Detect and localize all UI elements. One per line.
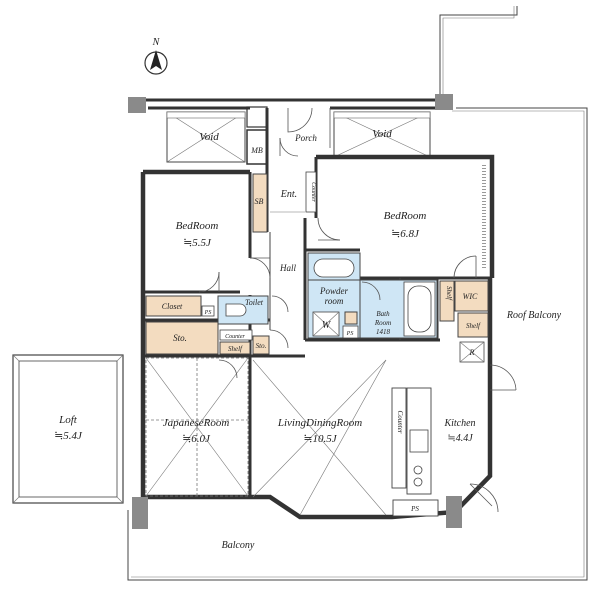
- storage-block: [145, 295, 289, 355]
- label-sto1: Sto.: [173, 333, 187, 343]
- label-void-left: Void: [199, 131, 219, 143]
- label-kitchen-name: Kitchen: [443, 418, 475, 429]
- label-mb: MB: [250, 146, 263, 155]
- walk-in-closet: [439, 280, 489, 363]
- label-bedroom2-size: ≒6.8J: [391, 228, 420, 240]
- kitchen-counter: [391, 364, 517, 517]
- label-japanese-size: ≒6.0J: [182, 433, 211, 445]
- label-bath-line2: Room: [374, 319, 391, 327]
- japanese-room-tatami: [145, 357, 249, 497]
- porch-door: [279, 107, 331, 157]
- wet-area: [307, 252, 438, 339]
- north-compass-icon: N: [144, 37, 168, 75]
- compass-label: N: [152, 37, 161, 48]
- label-bedroom1-size: ≒5.5J: [183, 237, 212, 249]
- label-ps1: PS: [204, 310, 212, 316]
- label-refrigerator: R: [469, 348, 475, 357]
- label-bath-line3: 1418: [376, 328, 391, 336]
- label-hall: Hall: [279, 263, 297, 273]
- label-shelf-wic: Shelf: [445, 286, 453, 301]
- label-loft-size: ≒5.4J: [54, 430, 83, 442]
- walls: [140, 98, 495, 520]
- label-wic: WIC: [463, 292, 478, 301]
- label-loft-name: Loft: [58, 414, 78, 426]
- label-ps3: PS: [410, 505, 419, 513]
- label-living-name: LivingDiningRoom: [277, 417, 362, 429]
- label-shelf2: Shelf: [466, 322, 481, 330]
- roof-balcony-outline: [127, 6, 588, 581]
- label-sto2: Sto.: [256, 342, 267, 350]
- label-ps2: PS: [346, 331, 354, 337]
- label-toilet: Toilet: [245, 298, 264, 307]
- label-kitchen-size: ≒4.4J: [447, 433, 473, 444]
- label-counter-kitchen: Counter: [396, 411, 404, 434]
- label-living-size: ≒10.5J: [303, 433, 337, 445]
- living-room-lines: [252, 359, 387, 516]
- label-porch: Porch: [294, 133, 317, 143]
- void-left: [166, 111, 246, 163]
- entrance: [252, 171, 317, 233]
- loft-area: [12, 354, 124, 504]
- label-roof-balcony: Roof Balcony: [506, 310, 562, 321]
- label-void-right: Void: [372, 128, 392, 140]
- label-shelf1: Shelf: [228, 345, 243, 353]
- label-closet: Closet: [162, 302, 183, 311]
- bedroom-doors: [198, 217, 477, 293]
- label-counter-toilet: Counter: [225, 334, 245, 340]
- columns: [128, 94, 462, 529]
- label-powder-line1: Powder: [319, 286, 348, 296]
- label-bath-line1: Bath: [376, 310, 390, 318]
- label-bedroom2-name: BedRoom: [384, 210, 427, 222]
- label-japanese-name: JapaneseRoom: [163, 417, 230, 429]
- label-powder-line2: room: [325, 296, 344, 306]
- label-balcony: Balcony: [222, 540, 255, 551]
- label-washer: W: [322, 320, 332, 331]
- label-counter-ent: Counter: [310, 182, 316, 202]
- label-entrance: Ent.: [280, 189, 297, 200]
- label-bedroom1-name: BedRoom: [176, 220, 219, 232]
- label-sb: SB: [255, 197, 264, 206]
